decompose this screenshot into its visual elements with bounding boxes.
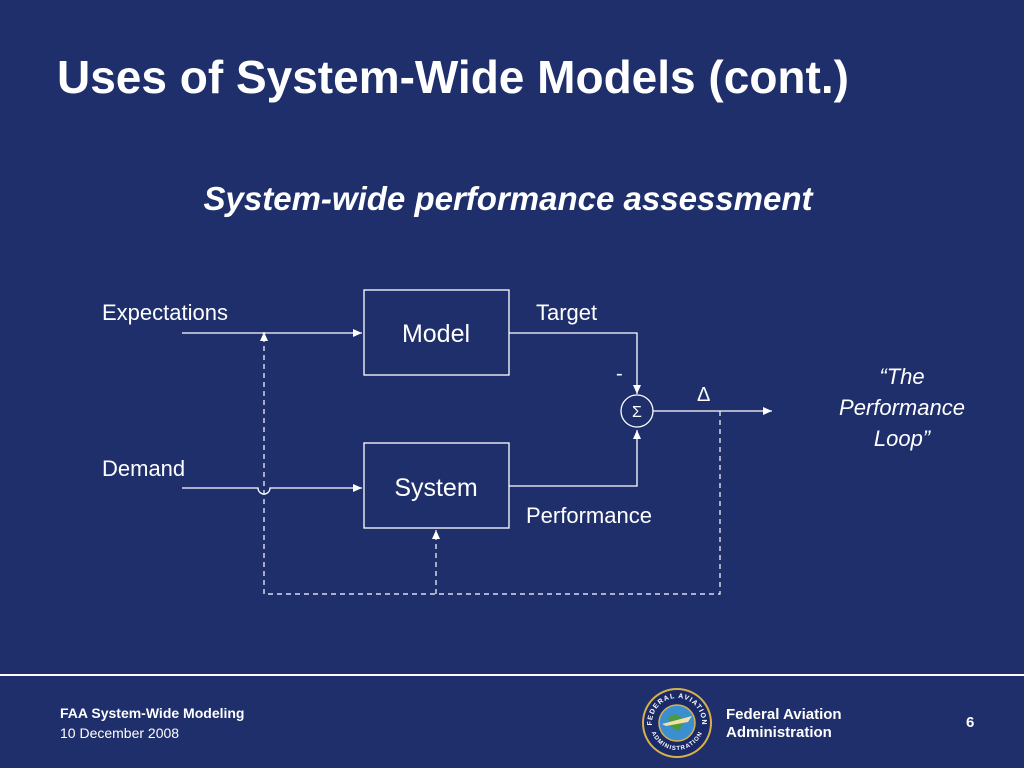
delta-symbol: Δ (697, 384, 710, 406)
target-label: Target (536, 300, 597, 325)
agency-name: Federal Aviation Administration (726, 706, 842, 742)
sigma-symbol: Σ (632, 404, 642, 421)
feedback-loop (260, 332, 721, 595)
target-line (509, 332, 641, 394)
performance-loop-diagram: Model System Expectations Demand Target … (102, 289, 965, 595)
page-number: 6 (966, 714, 975, 731)
footer-program: FAA System-Wide Modeling (60, 705, 245, 721)
faa-seal-logo: FEDERAL AVIATION ADMINISTRATION (642, 688, 712, 758)
loop-caption-line1: “The (879, 364, 924, 389)
system-label: System (394, 474, 477, 502)
loop-caption-line3: Loop” (874, 426, 932, 451)
expectations-label: Expectations (102, 300, 228, 325)
demand-label: Demand (102, 456, 185, 481)
footer-divider (0, 674, 1024, 676)
slide-subtitle: System-wide performance assessment (203, 180, 813, 217)
performance-label: Performance (526, 503, 652, 528)
loop-caption-line2: Performance (839, 395, 965, 420)
agency-line1: Federal Aviation (726, 706, 842, 723)
footer-date: 10 December 2008 (60, 725, 180, 741)
agency-line2: Administration (726, 724, 832, 741)
footer-info: FAA System-Wide Modeling 10 December 200… (60, 703, 244, 743)
minus-sign: - (616, 363, 623, 385)
slide-title: Uses of System-Wide Models (cont.) (57, 51, 849, 103)
performance-line (509, 430, 641, 487)
model-label: Model (402, 320, 470, 348)
demand-arrow (182, 484, 362, 495)
